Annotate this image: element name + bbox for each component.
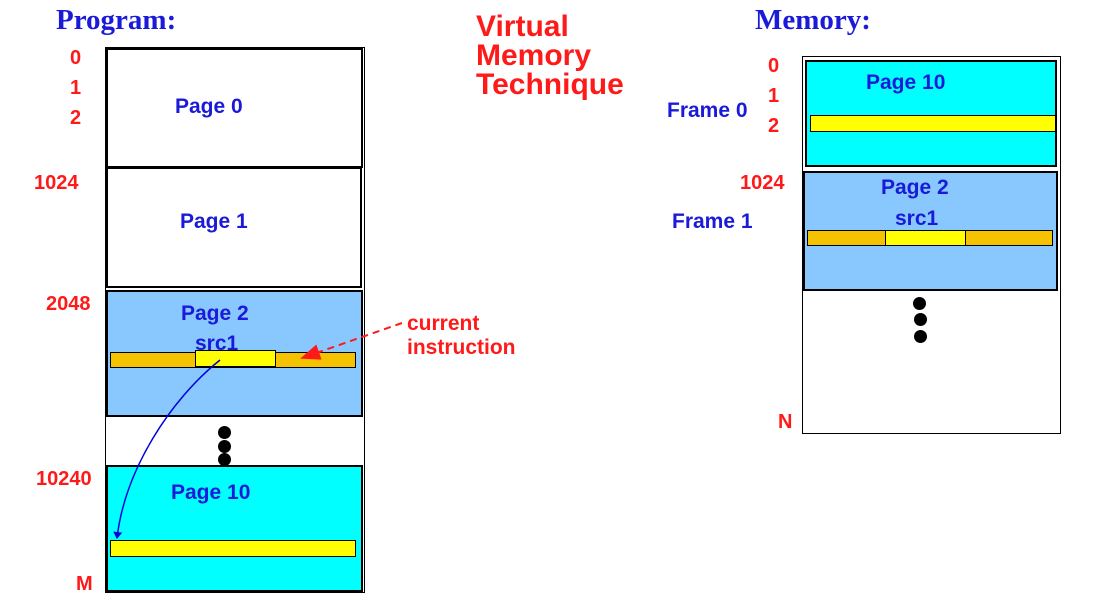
- current-instruction-arrow: [300, 322, 403, 360]
- frame-1-src1-label: src1: [895, 207, 939, 230]
- annotation-current: current: [407, 312, 480, 335]
- program-page-10: [106, 465, 363, 592]
- frame-0-label: Frame 0: [667, 99, 748, 122]
- program-page-0-label: Page 0: [175, 95, 243, 118]
- frame-0: [805, 60, 1057, 167]
- program-heading: Program:: [56, 4, 177, 36]
- annotation-instruction: instruction: [407, 336, 516, 359]
- program-address-m: M: [76, 573, 93, 595]
- program-ellipsis-dot: [218, 440, 231, 453]
- frame-0-page-label: Page 10: [866, 71, 946, 94]
- program-address-2: 2: [70, 107, 82, 129]
- program-page-2-label: Page 2: [181, 302, 249, 325]
- program-page-0: [106, 48, 363, 168]
- program-src1-label: src1: [195, 332, 239, 355]
- frame-1-page-label: Page 2: [881, 176, 949, 199]
- program-address-2048: 2048: [46, 293, 91, 315]
- src1-reference-arrow: [113, 359, 221, 539]
- program-address-1024: 1024: [34, 172, 79, 194]
- program-page-10-data-bar: [110, 540, 356, 557]
- program-address-1: 1: [70, 77, 82, 99]
- diagram-title: Virtual Memory Technique: [476, 10, 624, 101]
- memory-address-1024: 1024: [740, 172, 785, 194]
- program-page-10-label: Page 10: [171, 481, 251, 504]
- memory-heading: Memory:: [755, 4, 871, 36]
- program-ellipsis-dot: [218, 453, 231, 466]
- program-page-1-label: Page 1: [180, 210, 248, 233]
- program-src1-operand: [195, 350, 276, 367]
- memory-address-2: 2: [768, 115, 780, 137]
- memory-ellipsis-dot: [913, 297, 926, 310]
- program-page-1: [106, 167, 362, 288]
- memory-address-n: N: [778, 411, 793, 433]
- program-address-10240: 10240: [36, 468, 92, 490]
- memory-address-1: 1: [768, 85, 780, 107]
- program-address-0: 0: [70, 47, 82, 69]
- memory-ellipsis-dot: [914, 330, 927, 343]
- frame-0-data-bar: [810, 115, 1056, 132]
- program-ellipsis-dot: [218, 426, 231, 439]
- memory-ellipsis-dot: [914, 313, 927, 326]
- frame-1-label: Frame 1: [672, 210, 753, 233]
- frame-1-src1-operand: [885, 230, 966, 246]
- memory-address-0: 0: [768, 55, 780, 77]
